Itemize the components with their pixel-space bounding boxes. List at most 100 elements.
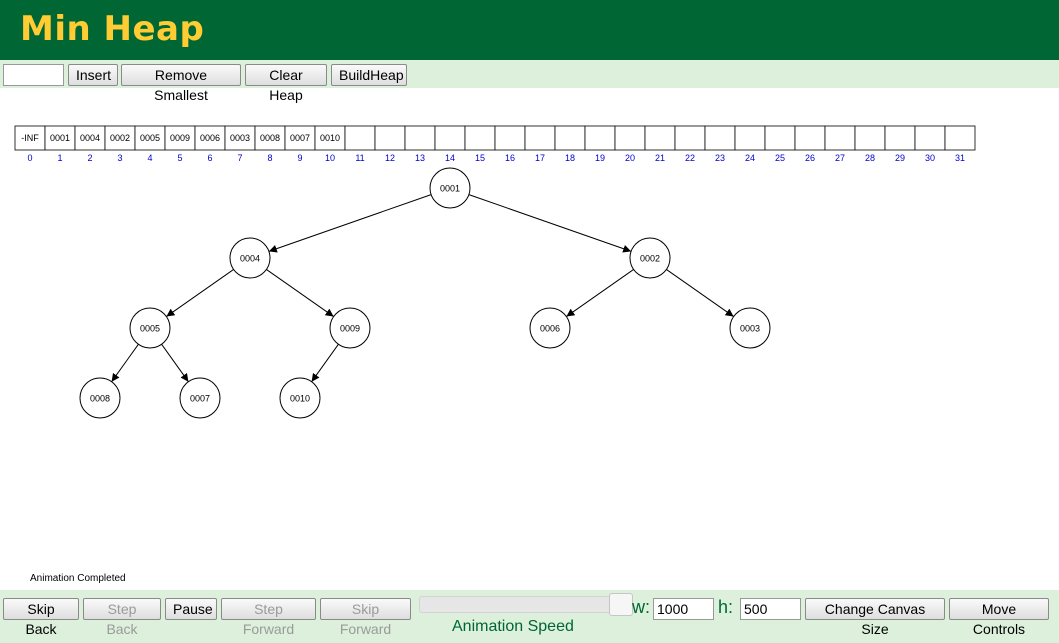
tree-node-label: 0010 [290,394,310,404]
array-index-label: 28 [865,153,875,163]
change-canvas-size-button[interactable]: Change Canvas Size [805,598,945,637]
height-label: h: [718,597,734,617]
array-cell-value: 0008 [260,133,280,143]
array-index-label: 12 [385,153,395,163]
array-cell-value: 0001 [50,133,70,143]
array-cell [734,125,766,151]
tree-edge [666,269,734,317]
speed-slider-handle[interactable] [609,593,633,616]
array-cell-value: 0006 [200,133,220,143]
step-forward-button[interactable]: Step Forward [221,598,316,637]
array-index-label: 11 [355,153,364,163]
tree-node [229,237,271,279]
canvas-width-input[interactable] [653,598,714,620]
tree-edge [266,269,334,317]
clear-heap-button[interactable]: Clear Heap [245,64,327,103]
array-cell [104,125,136,151]
array-index-label: 3 [117,153,122,163]
array-cell [644,125,676,151]
tree-edge [161,343,189,383]
array-cell [284,125,316,151]
array-index-label: 29 [895,153,905,163]
array-index-label: 6 [207,153,212,163]
step-back-button[interactable]: Step Back [83,598,161,637]
array-cell [944,125,976,151]
array-index-label: 10 [325,153,335,163]
array-index-label: 5 [177,153,182,163]
remove-smallest-button[interactable]: Remove Smallest [121,64,241,103]
tree-node [529,307,571,349]
array-index-label: 26 [805,153,815,163]
array-cell [374,125,406,151]
header: Min Heap [0,0,1059,60]
array-cell [74,125,106,151]
tree-edge [566,269,634,317]
array-index-label: 7 [237,153,242,163]
array-index-label: 20 [625,153,635,163]
array-cell [254,125,286,151]
array-cell [524,125,556,151]
array-cell [134,125,166,151]
array-cell [44,125,76,151]
array-cell [314,125,346,151]
tree-node-label: 0001 [440,184,460,194]
insert-button[interactable]: Insert [68,64,118,86]
pause-button[interactable]: Pause [165,598,217,620]
array-cell [584,125,616,151]
status-text: Animation Completed [30,573,126,584]
array-cell [704,125,736,151]
array-index-label: 18 [565,153,575,163]
build-heap-button[interactable]: BuildHeap [331,64,407,86]
tree-edges [111,194,734,383]
skip-forward-button[interactable]: Skip Forward [320,598,411,637]
array-index-label: 1 [57,153,62,163]
tree-node [129,307,171,349]
move-controls-button[interactable]: Move Controls [949,598,1049,637]
array-cell [554,125,586,151]
tree-node [429,167,471,209]
array-cell-value: 0010 [320,133,340,143]
array-index-label: 8 [267,153,272,163]
array-index-label: 17 [535,153,545,163]
canvas-height-input[interactable] [740,598,801,620]
array-index-label: 23 [715,153,725,163]
tree-node-label: 0006 [540,324,560,334]
tree-node-label: 0002 [640,254,660,264]
array-cell [854,125,886,151]
tree-node [279,377,321,419]
array-index-label: 19 [595,153,605,163]
array-cell [164,125,196,151]
array-cell-value: 0005 [140,133,160,143]
tree-node-label: 0003 [740,324,760,334]
array-index-label: 14 [445,153,455,163]
tree-node [79,377,121,419]
tree-node [329,307,371,349]
array-index-label: 24 [745,153,755,163]
animation-speed-slider[interactable] [419,596,624,613]
skip-back-button[interactable]: Skip Back [3,598,79,637]
array-cell [404,125,436,151]
array-index-label: 2 [87,153,92,163]
tree-node-label: 0009 [340,324,360,334]
array-cell-value: 0002 [110,133,130,143]
array-cell [224,125,256,151]
array-index-label: 4 [147,153,152,163]
tree-node-label: 0005 [140,324,160,334]
array-index-label: 15 [475,153,485,163]
array-cell [764,125,796,151]
array-index-label: 22 [685,153,695,163]
array-cell [824,125,856,151]
array-index-label: 27 [835,153,845,163]
array-cell-value: 0003 [230,133,250,143]
array-index-label: 13 [415,153,425,163]
array-index-label: 0 [27,153,32,163]
array-cell-value: -INF [21,133,39,143]
array-cell [434,125,466,151]
array-cell [14,125,46,151]
array-cell [914,125,946,151]
array-cell-value: 0009 [170,133,190,143]
value-input[interactable] [3,64,64,86]
tree-edge [268,194,432,253]
array-index-label: 16 [505,153,515,163]
tree-node [179,377,221,419]
